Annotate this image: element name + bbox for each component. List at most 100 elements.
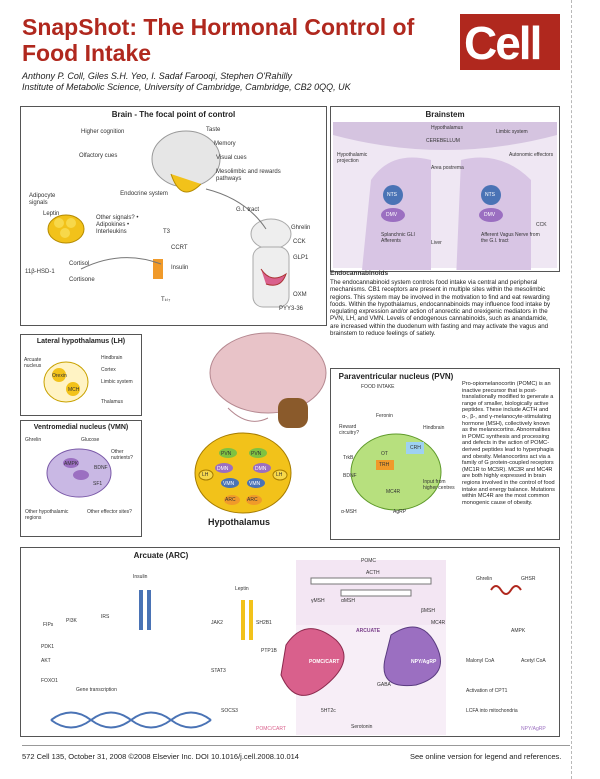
footer-note: See online version for legend and refere… [410, 752, 562, 761]
brain-label-ccrt: CCRT [171, 245, 188, 251]
arc-acetyl-coa: Acetyl CoA [521, 658, 546, 664]
brain-label-mesolimbic: Mesolimbic and rewards pathways [216, 169, 281, 182]
arc-ampk: AMPK [511, 628, 526, 634]
hypothalamus-figure [194, 332, 327, 514]
page-margin-rule [571, 0, 584, 779]
lh-limbic: Limbic system [101, 379, 133, 385]
brain-label-cck: CCK [293, 239, 306, 245]
brain-label-gi-tract: G.I. tract [236, 207, 260, 213]
brainstem-cck: CCK [536, 222, 547, 228]
arc-irs: IRS [101, 614, 110, 620]
vmn-other-effector: Other effector sites? [87, 509, 132, 515]
journal-logo: Cell [460, 14, 560, 70]
pvn-ot: OT [381, 451, 388, 457]
vmn-ghrelin: Ghrelin [25, 437, 42, 443]
brainstem-panel: Brainstem CEREBELLUM Hypothalamus Limbic… [330, 106, 560, 272]
hypo-pvn-left: PVN [221, 451, 232, 457]
arc-foxo1: FOXO1 [41, 678, 58, 684]
brainstem-cerebellum: CEREBELLUM [426, 138, 460, 144]
authors: Anthony P. Coll, Giles S.H. Yeo, I. Sada… [22, 71, 293, 81]
pvn-crh: CRH [410, 445, 421, 451]
arc-mc4r: MC4R [431, 620, 446, 626]
hypo-vmn-right: VMN [249, 481, 261, 487]
brain-figure [47, 130, 292, 308]
brain-label-other-signals: Other signals? • Adipokines • Interleuki… [96, 215, 139, 235]
arc-pdk1: PDK1 [41, 644, 55, 650]
arc-5ht2c: 5HT2c [321, 708, 336, 714]
brain-label-tkl7: Tₖₗ₇ [161, 297, 171, 303]
brain-label-pyy: PYY3-36 [279, 306, 304, 312]
endocannabinoids-title: Endocannabinoids [330, 270, 389, 277]
arc-amsh: αMSH [341, 598, 356, 604]
arc-insulin: Insulin [133, 574, 148, 580]
pvn-trh: TRH [379, 462, 390, 468]
arcuate-panel: Arcuate (ARC) Insulin Leptin IRS PI3K FI… [20, 547, 560, 737]
brain-label-cortisol: Cortisol [69, 261, 90, 267]
pvn-amsh: α-MSH [341, 509, 357, 515]
brain-label-memory: Memory [214, 141, 236, 147]
brainstem-nts-left: NTS [387, 192, 397, 198]
brain-label-olfactory: Olfactory cues [79, 153, 118, 159]
pvn-figure [350, 433, 442, 511]
arc-socs3: SOCS3 [221, 708, 238, 714]
brainstem-dmv-right: DMV [484, 212, 496, 218]
vmn-ampk: AMPK [64, 461, 79, 467]
affiliation: Institute of Metabolic Science, Universi… [22, 82, 351, 92]
arc-leptin: Leptin [235, 586, 249, 592]
brain-label-insulin: Insulin [171, 265, 189, 271]
pvn-mc4r: MC4R [386, 489, 401, 495]
arc-npy-agrp-footer: NPY/AgRP [521, 726, 546, 732]
journal-logo-text: Cell [464, 17, 542, 69]
vmn-sf1: SF1 [93, 481, 103, 487]
brainstem-vagus: Afferent Vagus Nerve from the G.I. tract [481, 232, 540, 244]
pvn-panel: Paraventricular nucleus (PVN) FOOD INTAK… [330, 368, 560, 540]
brain-label-11bhsd1: 11β-HSD-1 [25, 269, 55, 275]
arc-gaba: GABA [377, 682, 391, 688]
pvn-food-intake: FOOD INTAKE [361, 384, 395, 390]
arcuate-title: Arcuate (ARC) [133, 551, 189, 560]
brain-label-higher-cognition: Higher cognition [81, 129, 125, 135]
footer-rule [22, 745, 570, 746]
arc-ghsr: GHSR [521, 576, 536, 582]
brain-label-oxm: OXM [293, 292, 307, 298]
brain-label-cortisone: Cortisone [69, 277, 95, 283]
brain-label-glp1: GLP1 [293, 255, 309, 261]
arc-lcfa: LCFA into mitochondria [466, 708, 518, 714]
brainstem-autonomic: Autonomic effectors [509, 152, 554, 158]
arc-pomc-cart-neuron: POMC/CART [309, 659, 340, 665]
vmn-glucose: Glucose [81, 437, 100, 443]
arc-gene-transcription: Gene transcription [76, 687, 117, 693]
vmn-figure [46, 448, 112, 498]
pvn-input: Input from higher centres [423, 479, 455, 491]
arc-bmsh: βMSH [421, 608, 435, 614]
lh-orexin: Orexin [52, 373, 67, 379]
brain-label-taste: Taste [206, 127, 221, 133]
brainstem-figure [333, 122, 557, 270]
brainstem-dmv-left: DMV [386, 212, 398, 218]
arc-malonyl-coa: Malonyl CoA [466, 658, 495, 664]
brainstem-hypothalamus: Hypothalamus [431, 125, 463, 131]
arc-pomc-cart-footer: POMC/CART [256, 726, 286, 732]
brain-label-leptin: Leptin [43, 211, 60, 217]
brainstem-nts-right: NTS [485, 192, 495, 198]
pvn-text: Pro-opiomelanocortin (POMC) is an inacti… [462, 381, 555, 506]
page-title: SnapShot: The Hormonal Control of Food I… [22, 14, 415, 66]
vmn-other-hypothalamic: Other hypothalamic regions [25, 509, 69, 521]
hypo-lh-right: LH [276, 472, 283, 478]
lh-cortex: Cortex [101, 367, 116, 373]
brain-panel-title: Brain - The focal point of control [111, 110, 236, 119]
hypothalamus-label: Hypothalamus [208, 517, 271, 527]
lh-panel: Lateral hypothalamus (LH) Arcuate nucleu… [20, 334, 142, 416]
arc-sh2b1: SH2B1 [256, 620, 272, 626]
lh-title: Lateral hypothalamus (LH) [36, 338, 126, 345]
arcuate-figure [50, 560, 559, 736]
brainstem-area-postrema: Area postrema [431, 165, 464, 171]
vmn-title: Ventromedial nucleus (VMN) [33, 424, 129, 431]
arc-akt: AKT [41, 658, 51, 664]
vmn-panel: Ventromedial nucleus (VMN) Ghrelin Gluco… [20, 420, 142, 537]
brain-label-adipocyte: Adipocyte signals [29, 193, 56, 206]
hypo-dmn-left: DMN [217, 466, 229, 472]
lh-hindbrain: Hindbrain [101, 355, 123, 361]
arc-ptp1b: PTP1B [261, 648, 277, 654]
lh-figure [43, 361, 89, 403]
